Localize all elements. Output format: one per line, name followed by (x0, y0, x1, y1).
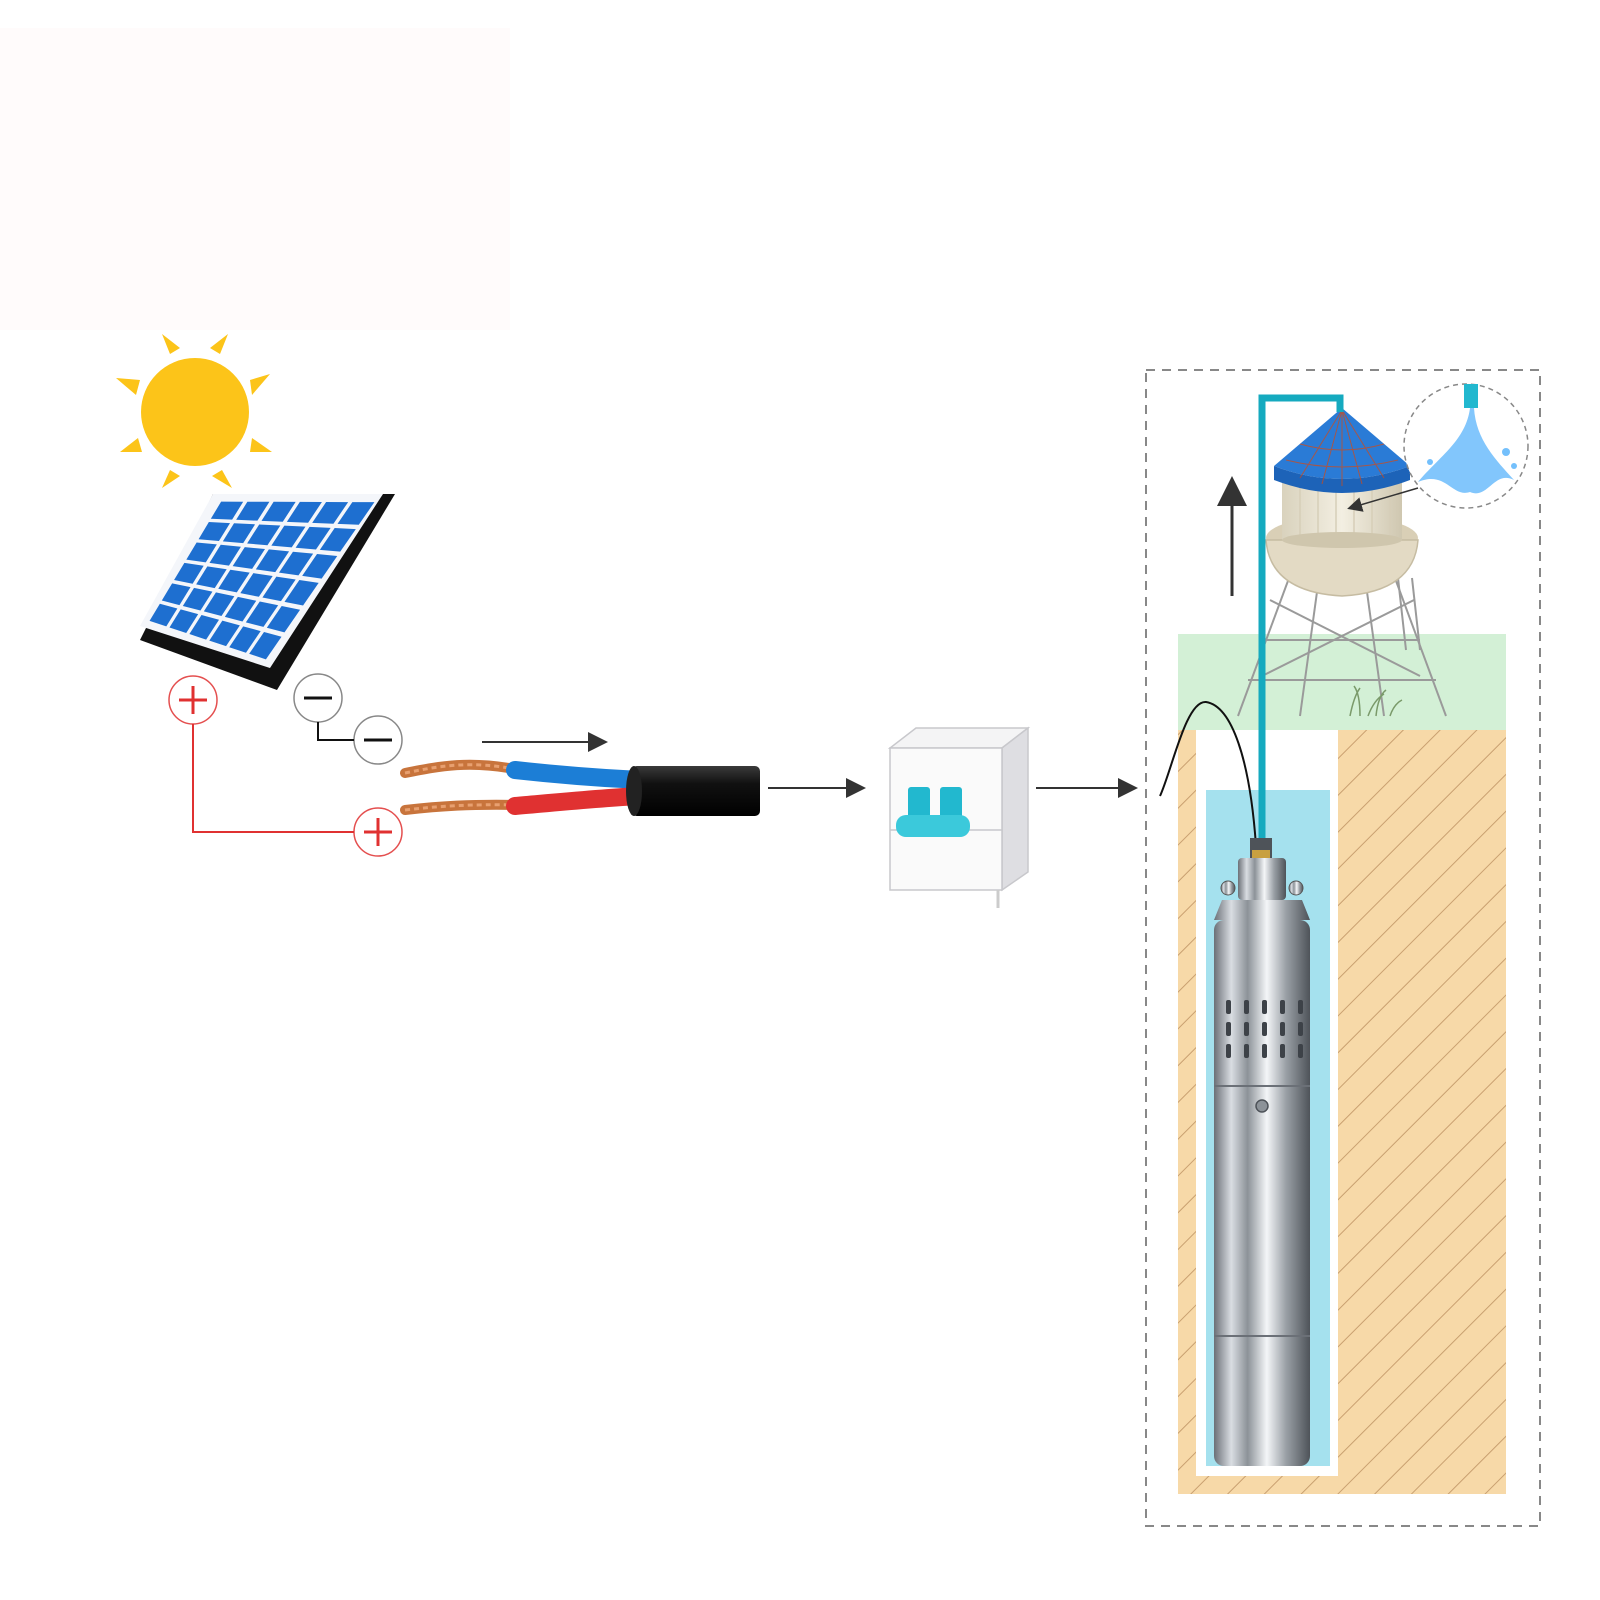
pump-intake-slot (1280, 1044, 1285, 1058)
solar-cell (266, 605, 301, 633)
pump-intake-slot (1298, 1000, 1303, 1014)
pump-intake-slot (1226, 1044, 1231, 1058)
solar-cell (209, 620, 240, 647)
sun-icon (116, 334, 272, 488)
solar-cell (174, 562, 204, 584)
solar-cell (247, 524, 281, 546)
pump-intake-slot (1244, 1000, 1249, 1014)
solar-cell (319, 528, 356, 552)
solar-cell (182, 587, 213, 611)
solar-cell (312, 501, 349, 524)
submersible-pump (1214, 838, 1310, 1466)
panel-negative-terminal (293, 673, 343, 723)
solar-cell (236, 501, 270, 521)
solar-cell (169, 609, 199, 634)
cable-positive-terminal (353, 807, 403, 857)
pump-intake-slot (1262, 1022, 1267, 1036)
solar-cell (210, 501, 244, 520)
pump-intake-slot (1298, 1022, 1303, 1036)
grass-layer (1178, 634, 1506, 730)
solar-cell (196, 566, 227, 589)
solar-cell (189, 615, 220, 640)
solar-cell (337, 502, 375, 525)
two-core-cable-icon (400, 759, 760, 816)
solar-cell (222, 523, 256, 544)
solar-cell (209, 544, 241, 566)
grass-tuft (1349, 685, 1403, 717)
solar-panel-icon (140, 494, 395, 690)
solar-cell (245, 601, 279, 627)
pump-power-cable (1159, 700, 1257, 847)
background-panel (0, 28, 510, 330)
pump-intake-slot (1226, 1000, 1231, 1014)
solar-cell (286, 501, 322, 523)
pump-intake-slot (1262, 1000, 1267, 1014)
solar-cell (262, 576, 296, 602)
solar-cell (224, 596, 257, 622)
pump-intake-slot (1298, 1044, 1303, 1058)
pump-intake-slot (1226, 1022, 1231, 1036)
water-pipe (1258, 394, 1344, 846)
solar-cell (240, 573, 273, 597)
pump-intake-slot (1244, 1044, 1249, 1058)
pump-intake-slot (1280, 1022, 1285, 1036)
solar-cell (218, 569, 250, 593)
solar-cell (161, 583, 191, 606)
solar-cell (279, 551, 314, 576)
negative-lead (317, 722, 354, 741)
solar-cell (261, 501, 296, 522)
solar-cell (203, 592, 235, 617)
pump-intake-slot (1280, 1000, 1285, 1014)
water-tank (1265, 478, 1419, 597)
pump-intake-slot (1244, 1022, 1249, 1036)
circuit-breaker-icon (887, 726, 1031, 908)
cable-negative-terminal (353, 715, 403, 765)
tank-roof (1274, 408, 1410, 493)
solar-cell (249, 631, 282, 660)
borehole-pump-icon (1145, 369, 1541, 1527)
panel-positive-terminal (168, 675, 218, 725)
callout-pointer (1347, 487, 1419, 512)
pump-intake-slot (1262, 1044, 1267, 1058)
pump-system-frame (1145, 369, 1541, 1527)
solar-cell (271, 525, 306, 548)
solar-cell (198, 522, 231, 542)
solar-cell (149, 603, 178, 627)
solar-cell (255, 549, 290, 573)
water-splash-callout (1403, 383, 1529, 509)
solar-cell (229, 626, 261, 653)
solar-cell (232, 547, 266, 569)
positive-lead (192, 724, 354, 833)
solar-cell (186, 542, 217, 563)
solar-cell (284, 580, 319, 606)
solar-cell (295, 526, 331, 550)
solar-cell (302, 554, 338, 579)
